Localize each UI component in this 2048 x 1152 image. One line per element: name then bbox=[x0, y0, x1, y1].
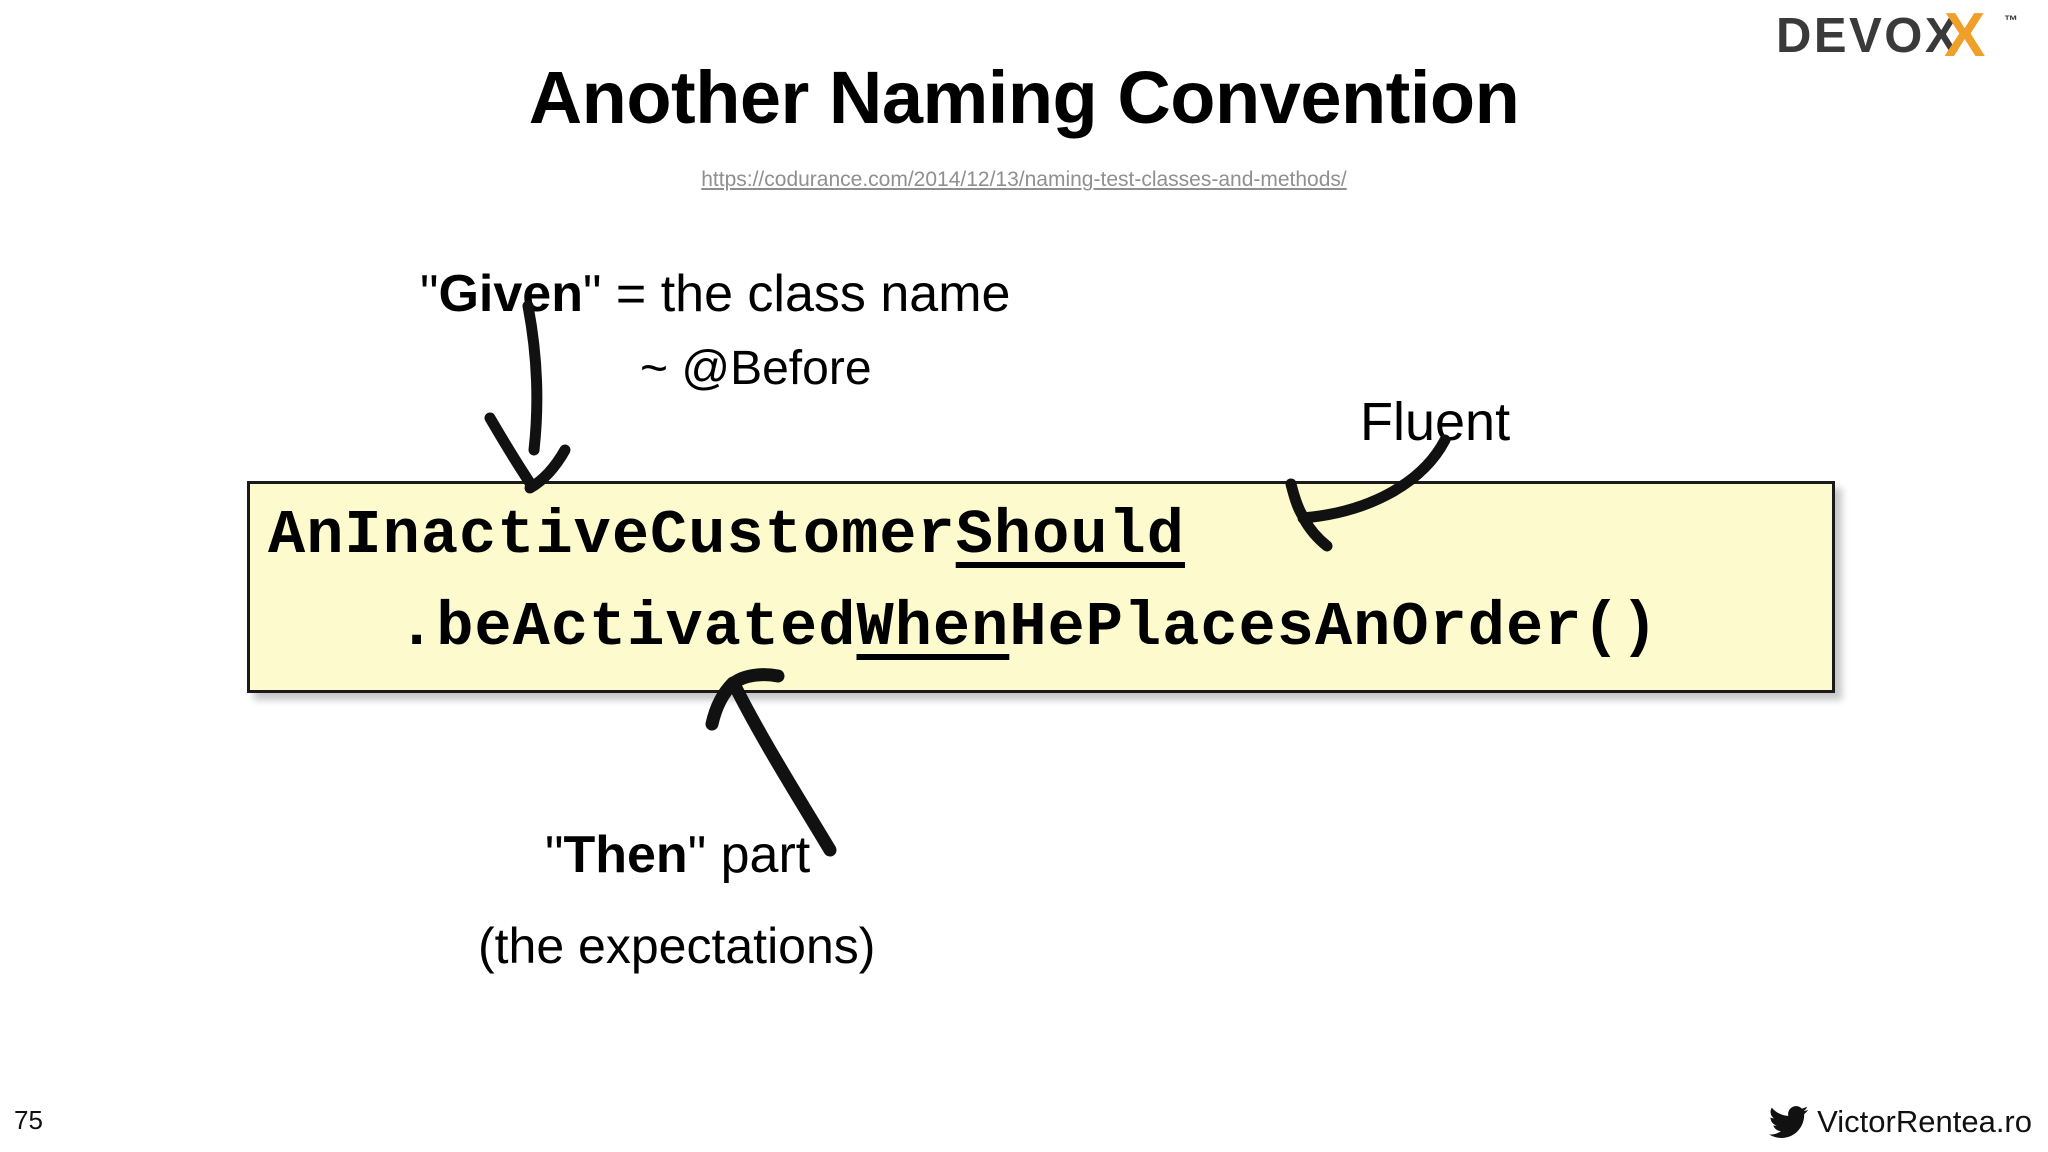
arrow-given-to-class-name-icon bbox=[484, 300, 571, 494]
code-class-prefix: AnInactiveCustomer bbox=[268, 500, 956, 571]
code-callout-box: AnInactiveCustomerShould .beActivatedWhe… bbox=[247, 481, 1835, 693]
devoxx-logo-accent-x: X bbox=[1944, 1, 1986, 70]
annotation-then-rest: part bbox=[706, 826, 811, 884]
page-number: 75 bbox=[14, 1105, 43, 1135]
page-title: Another Naming Convention bbox=[528, 56, 1520, 139]
annotation-given: "Given" = the class name bbox=[420, 264, 1010, 324]
code-line-class-name: AnInactiveCustomerShould bbox=[268, 500, 1185, 571]
code-method-suffix: HePlacesAnOrder() bbox=[1009, 592, 1659, 663]
code-line-method-name: .beActivatedWhenHePlacesAnOrder() bbox=[398, 592, 1659, 663]
footer-handle: VictorRentea.ro bbox=[1817, 1104, 2032, 1139]
code-method-when-keyword: When bbox=[856, 592, 1010, 663]
annotation-then-quote-open: " bbox=[545, 826, 564, 884]
annotation-then: "Then" part bbox=[545, 825, 810, 885]
annotation-then-quote-close: " bbox=[687, 826, 707, 884]
annotation-before: ~ @Before bbox=[640, 342, 872, 395]
annotation-then-keyword: Then bbox=[563, 826, 688, 884]
annotation-given-rest: = the class name bbox=[601, 265, 1011, 323]
source-link[interactable]: https://codurance.com/2014/12/13/naming-… bbox=[701, 168, 1347, 191]
code-class-should-keyword: Should bbox=[955, 500, 1185, 571]
devoxx-logo: DEVOX X ™ bbox=[1776, 1, 2026, 70]
trademark-symbol: ™ bbox=[2004, 12, 2018, 28]
annotation-given-keyword: Given bbox=[438, 265, 583, 323]
annotation-given-quote-close: " bbox=[582, 265, 602, 323]
annotation-fluent: Fluent bbox=[1360, 392, 1511, 452]
code-method-prefix: .beActivated bbox=[398, 592, 857, 663]
footer-brand: VictorRentea.ro bbox=[1769, 1104, 2032, 1140]
twitter-bird-icon bbox=[1769, 1106, 1809, 1138]
devoxx-logo-wordmark: DEVOX bbox=[1776, 9, 1961, 63]
annotation-expectations: (the expectations) bbox=[478, 918, 876, 974]
annotation-given-quote-open: " bbox=[420, 265, 439, 323]
